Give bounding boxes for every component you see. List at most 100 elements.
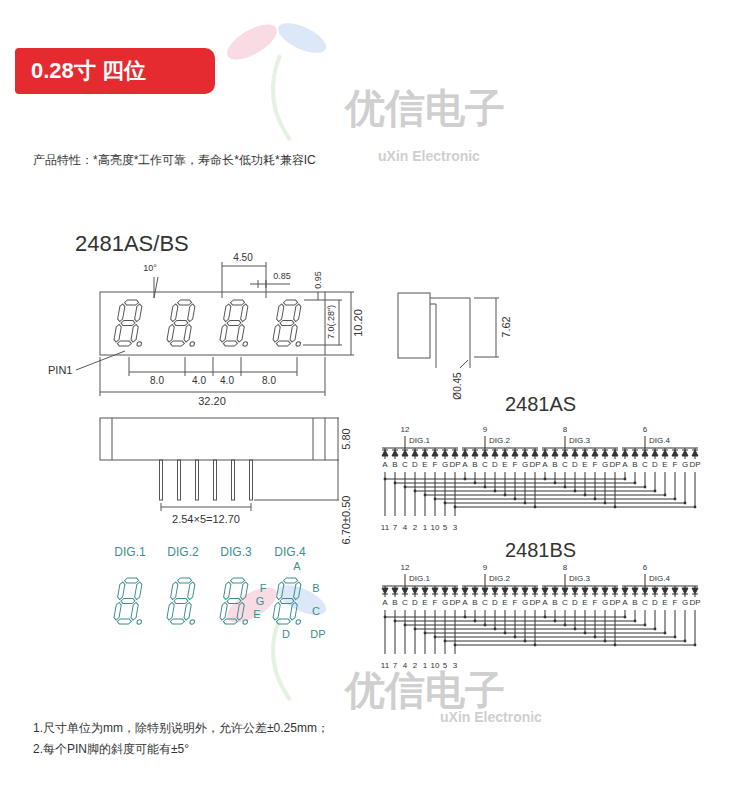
digit-outline bbox=[113, 300, 149, 346]
digit-group bbox=[622, 436, 698, 508]
segment-label: D bbox=[572, 461, 578, 469]
segment-label: B bbox=[472, 461, 477, 469]
digit-outline bbox=[219, 300, 255, 346]
segment-label: C bbox=[642, 461, 648, 469]
pin-callout: PIN1 bbox=[48, 365, 72, 376]
pin-number: 3 bbox=[453, 662, 457, 670]
dimension-line bbox=[222, 262, 266, 298]
pin-number: 8 bbox=[563, 426, 567, 434]
segment-label: C bbox=[562, 599, 568, 607]
dimension-label: 7.62 bbox=[501, 315, 512, 338]
digit-label: DIG.1 bbox=[409, 575, 430, 583]
pin-number: 1 bbox=[423, 662, 427, 670]
digit-label: DIG.3 bbox=[220, 546, 251, 558]
segment-label: D bbox=[572, 599, 578, 607]
digit-outline bbox=[219, 578, 255, 624]
segment-label: B bbox=[392, 599, 397, 607]
segment-label: DP bbox=[449, 599, 460, 607]
segment-label: G bbox=[256, 596, 265, 607]
segment-label: DP bbox=[609, 461, 620, 469]
segment-label: B bbox=[552, 599, 557, 607]
dimension-label: 0.85 bbox=[272, 272, 292, 281]
pin-number: 11 bbox=[381, 662, 389, 670]
dimension-label: Ø0.45 bbox=[453, 371, 463, 400]
digit-group bbox=[542, 436, 618, 508]
dimension-label: 7.0(.28") bbox=[327, 304, 336, 340]
title-banner: 0.28寸 四位 bbox=[15, 48, 215, 94]
pin-number: 5 bbox=[443, 662, 447, 670]
segment-label: G bbox=[442, 461, 448, 469]
segment-label: F bbox=[433, 461, 438, 469]
model-heading: 2481AS bbox=[505, 394, 576, 414]
digit-outline bbox=[113, 578, 149, 624]
digit-label: DIG.2 bbox=[167, 546, 198, 558]
dimension-label: 10.20 bbox=[353, 308, 364, 338]
pin-number: 1 bbox=[423, 524, 427, 532]
digit-label: DIG.1 bbox=[409, 437, 430, 445]
bottom-view bbox=[100, 418, 339, 511]
pin-number: 4 bbox=[403, 524, 407, 532]
segment-label: A bbox=[462, 599, 467, 607]
segment-label: DP bbox=[689, 461, 700, 469]
pin-number: 6 bbox=[643, 426, 647, 434]
digit-label: DIG.3 bbox=[569, 437, 590, 445]
pin-number: 12 bbox=[401, 426, 410, 434]
digit-label: DIG.2 bbox=[489, 575, 510, 583]
pin-number: 11 bbox=[381, 524, 389, 532]
segment-label: G bbox=[602, 461, 608, 469]
pin-number: 10 bbox=[431, 662, 440, 670]
segment-label: C bbox=[312, 606, 320, 617]
dimension-label: 8.0 bbox=[261, 376, 277, 386]
note-text: 1.尺寸单位为mm，除特别说明外，允许公差±0.25mm； bbox=[33, 722, 329, 734]
watermark-text: 优信电子 bbox=[345, 88, 505, 128]
segment-label: F bbox=[260, 583, 267, 594]
digit-outline bbox=[272, 578, 308, 624]
segment-label: C bbox=[402, 461, 408, 469]
pin-number: 6 bbox=[643, 564, 647, 572]
segment-label: F bbox=[673, 599, 678, 607]
pin-number: 4 bbox=[403, 662, 407, 670]
segment-label: G bbox=[522, 599, 528, 607]
dimension-label: 4.50 bbox=[232, 253, 253, 263]
pin-number: 8 bbox=[563, 564, 567, 572]
display-body bbox=[398, 293, 430, 358]
logo-watermark bbox=[222, 17, 330, 140]
segment-label: C bbox=[482, 461, 488, 469]
segment-label: C bbox=[482, 599, 488, 607]
dimension-line bbox=[250, 280, 290, 288]
segment-bus bbox=[385, 479, 695, 516]
segment-label: B bbox=[472, 599, 477, 607]
segment-label: E bbox=[662, 461, 667, 469]
segment-label: G bbox=[682, 599, 688, 607]
segment-label: B bbox=[632, 599, 637, 607]
segment-label: A bbox=[382, 599, 387, 607]
segment-label: DP bbox=[529, 461, 540, 469]
digit-group bbox=[622, 574, 698, 646]
leader-line bbox=[76, 351, 125, 370]
pin-number: 10 bbox=[431, 524, 440, 532]
segment-label: B bbox=[552, 461, 557, 469]
segment-label: E bbox=[502, 461, 507, 469]
segment-label: E bbox=[422, 599, 427, 607]
segment-label: F bbox=[513, 461, 518, 469]
segment-label: A bbox=[542, 599, 547, 607]
dimension-line bbox=[100, 357, 325, 396]
pin-lead bbox=[160, 460, 253, 500]
dimension-label: 8.0 bbox=[149, 376, 165, 386]
segment-label: E bbox=[582, 599, 587, 607]
segment-label: E bbox=[662, 599, 667, 607]
segment-label: D bbox=[652, 461, 658, 469]
segment-label: DP bbox=[310, 629, 325, 640]
dimension-label: 4.0 bbox=[191, 376, 207, 386]
segment-map bbox=[113, 578, 308, 624]
dimension-label: 10° bbox=[142, 264, 158, 273]
segment-label: D bbox=[282, 629, 290, 640]
dimension-line bbox=[129, 357, 297, 376]
model-heading: 2481BS bbox=[505, 540, 576, 560]
dimension-line bbox=[325, 292, 354, 355]
pin-number: 12 bbox=[401, 564, 410, 572]
pin-number: 7 bbox=[393, 662, 397, 670]
segment-label: A bbox=[382, 461, 387, 469]
segment-label: A bbox=[462, 461, 467, 469]
feature-text: 产品特性：*高亮度*工作可靠，寿命长*低功耗*兼容IC bbox=[33, 154, 316, 166]
